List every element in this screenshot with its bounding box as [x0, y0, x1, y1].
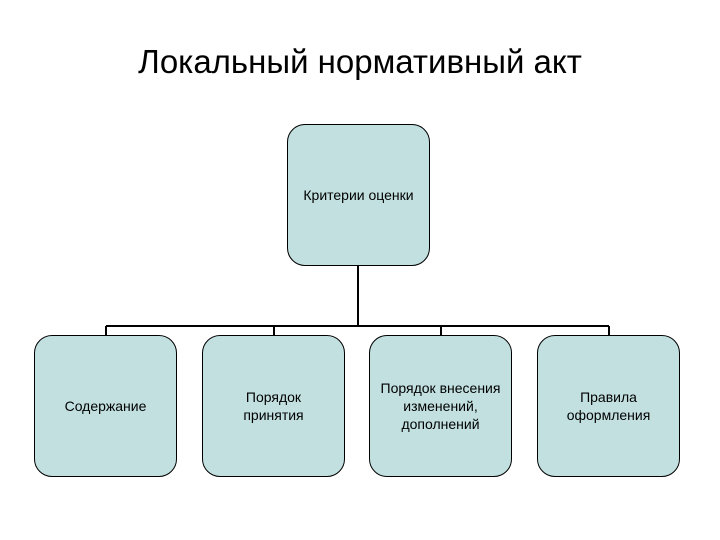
child-node-adoption-procedure: Порядок принятия: [202, 335, 345, 477]
child-node-label: Содержание: [64, 397, 147, 414]
child-node-amendment-procedure: Порядок внесения изменений, дополнений: [369, 335, 512, 477]
child-node-label: Порядок внесения изменений, дополнений: [380, 379, 501, 433]
child-node-label: Правила оформления: [566, 388, 651, 423]
diagram-title: Локальный нормативный акт: [138, 43, 582, 80]
child-node-content: Содержание: [34, 335, 177, 477]
root-node-criteria: Критерии оценки: [287, 124, 430, 266]
child-node-label: Порядок принятия: [243, 388, 304, 423]
root-node-label: Критерии оценки: [303, 186, 414, 203]
child-node-formatting-rules: Правила оформления: [537, 335, 680, 477]
